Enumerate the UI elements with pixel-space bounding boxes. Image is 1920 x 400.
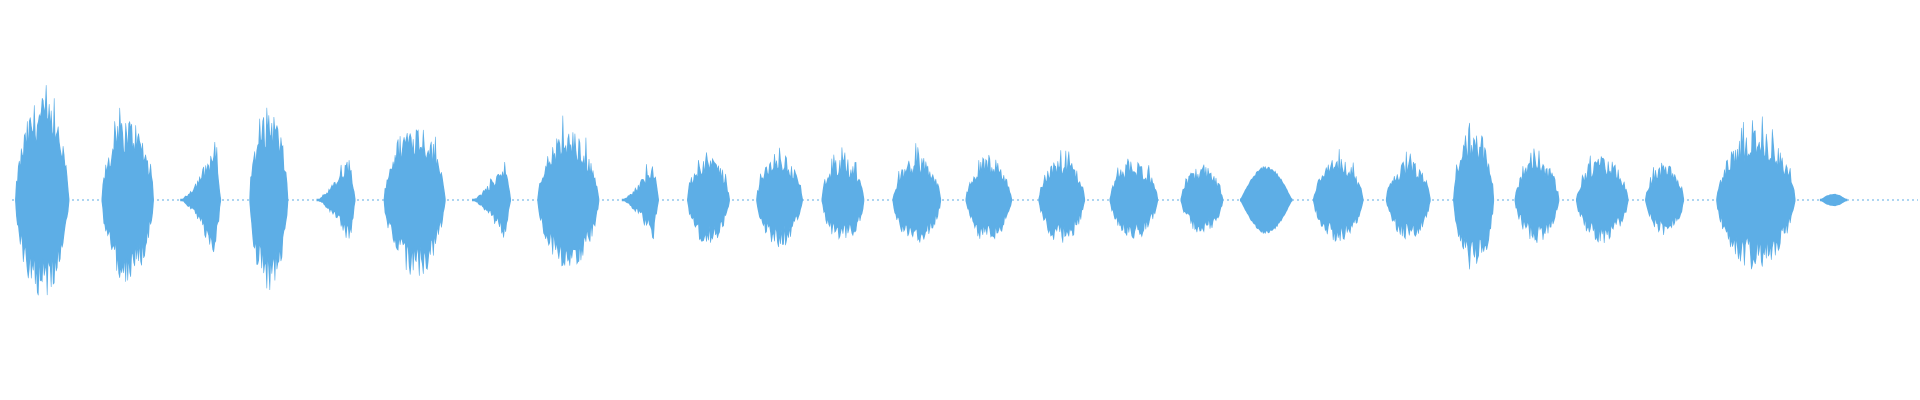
waveform-segment-18 xyxy=(1240,165,1293,235)
waveform-segment-24 xyxy=(1645,162,1685,236)
waveform-segment-12 xyxy=(821,147,865,240)
waveform-segment-19 xyxy=(1313,149,1364,242)
waveform-segment-11 xyxy=(756,147,803,248)
waveform-segment-21 xyxy=(1453,122,1495,270)
waveform-segment-5 xyxy=(316,160,356,239)
waveform-segment-15 xyxy=(1038,150,1086,243)
waveform-segment-23 xyxy=(1576,155,1629,244)
waveform-segment-13 xyxy=(892,143,942,243)
waveform-segment-4 xyxy=(249,107,289,291)
waveform-segment-2 xyxy=(101,107,154,282)
waveform-segment-20 xyxy=(1385,151,1431,240)
waveform-segment-14 xyxy=(965,154,1013,240)
waveform-segments xyxy=(15,85,1848,296)
waveform-segment-22 xyxy=(1514,148,1560,243)
waveform-segment-3 xyxy=(180,141,222,253)
waveform-segment-1 xyxy=(15,85,70,296)
waveform-segment-16 xyxy=(1109,158,1159,239)
waveform-segment-26 xyxy=(1819,193,1848,207)
waveform-segment-10 xyxy=(687,152,730,243)
waveform-segment-6 xyxy=(383,129,446,276)
waveform-segment-8 xyxy=(537,115,600,267)
waveform-segment-25 xyxy=(1716,116,1796,270)
waveform-segment-9 xyxy=(621,164,659,240)
waveform-segment-7 xyxy=(472,161,511,238)
waveform-segment-17 xyxy=(1180,164,1224,233)
